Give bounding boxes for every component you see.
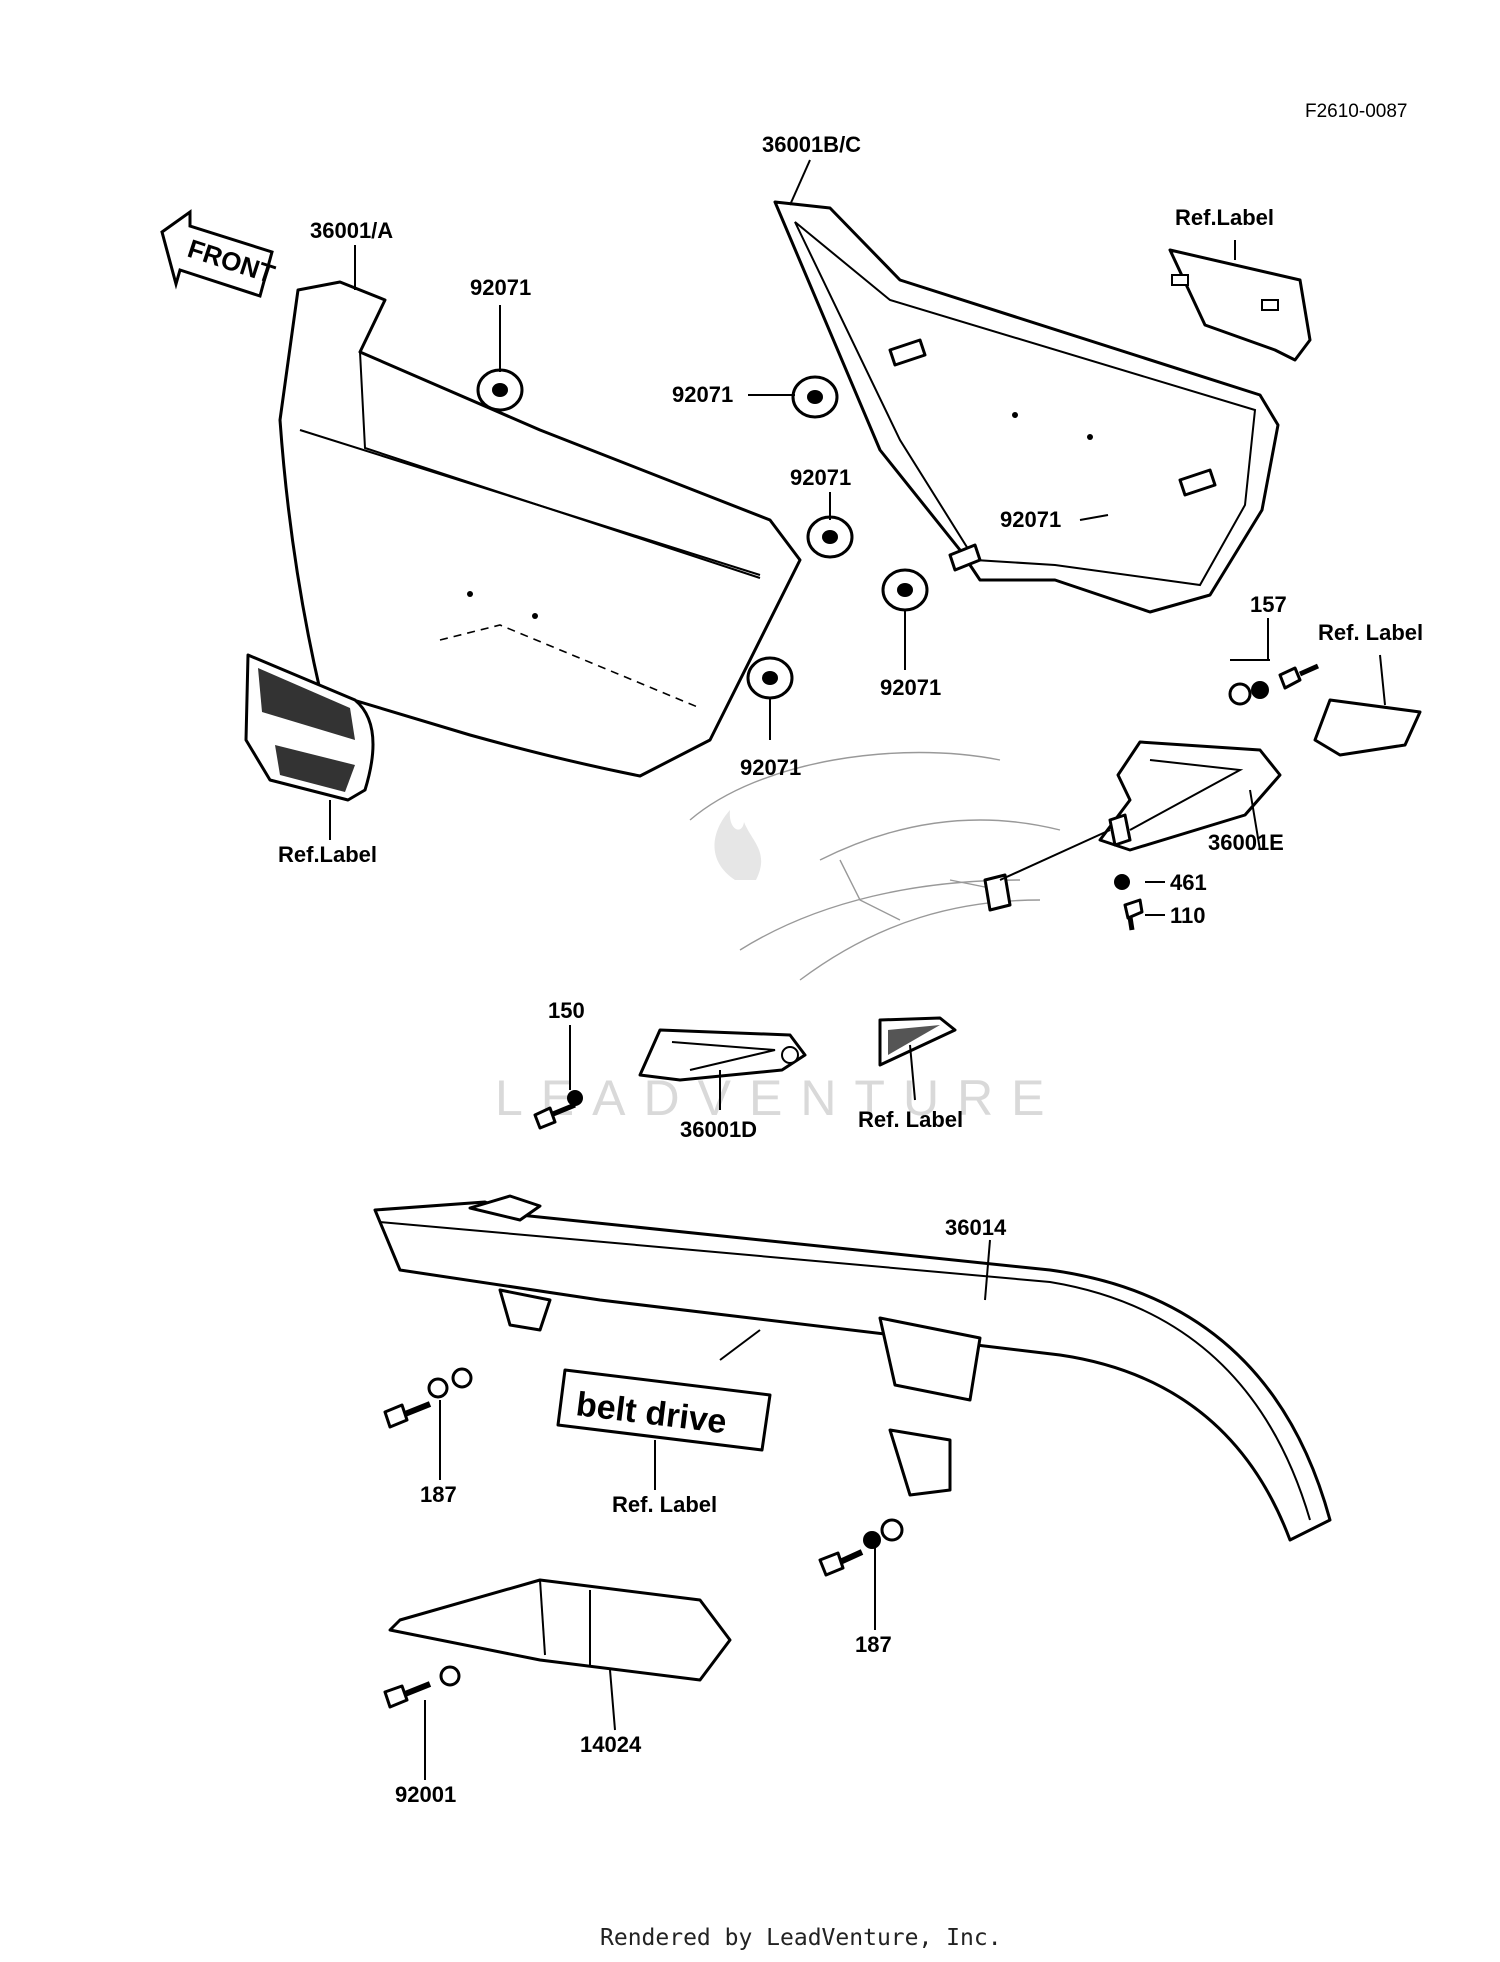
label-ref-label-top-right: Ref.Label <box>1175 205 1274 230</box>
lower-cover <box>388 1578 732 1682</box>
bracket-36001e <box>983 740 1282 912</box>
label-92071-b: 92071 <box>672 382 733 407</box>
plate-ref-label-right <box>1313 698 1422 757</box>
belt-drive-decal: belt drive <box>556 1368 772 1452</box>
label-36001d: 36001D <box>680 1117 757 1142</box>
label-ref-label-left: Ref.Label <box>278 842 377 867</box>
label-157: 157 <box>1250 592 1287 617</box>
label-92071-f: 92071 <box>740 755 801 780</box>
side-cover-left <box>278 280 802 778</box>
label-150: 150 <box>548 998 585 1023</box>
label-36014: 36014 <box>945 1215 1007 1240</box>
label-92001: 92001 <box>395 1782 456 1807</box>
label-36001e: 36001E <box>1208 830 1284 855</box>
plate-ref-label-top-right <box>1168 248 1312 362</box>
part-labels: 36001/A 36001B/C Ref.Label 92071 92071 9… <box>278 132 1423 1807</box>
label-187-a: 187 <box>420 1482 457 1507</box>
wedge-ref-label <box>878 1016 957 1067</box>
label-92071-e: 92071 <box>880 675 941 700</box>
footer-credit: Rendered by LeadVenture, Inc. <box>600 1925 1002 1951</box>
bracket-36001d <box>638 1028 807 1082</box>
leader-lines <box>329 159 1386 1780</box>
label-187-b: 187 <box>855 1632 892 1657</box>
label-14024: 14024 <box>580 1732 642 1757</box>
watermark-text: LEADVENTURE <box>495 1070 1063 1126</box>
label-92071-a: 92071 <box>470 275 531 300</box>
label-ref-label-right: Ref. Label <box>1318 620 1423 645</box>
fastener-icon <box>383 1367 904 1709</box>
label-36001bc: 36001B/C <box>762 132 861 157</box>
front-arrow-icon: FRONT <box>160 209 279 298</box>
label-92071-c: 92071 <box>790 465 851 490</box>
label-92071-d: 92071 <box>1000 507 1061 532</box>
label-36001a: 36001/A <box>310 218 393 243</box>
label-461: 461 <box>1170 870 1207 895</box>
label-110: 110 <box>1170 903 1206 928</box>
diagram-code: F2610-0087 <box>1305 101 1407 122</box>
watermark: LEADVENTURE <box>495 810 1063 1126</box>
side-cover-right <box>773 200 1280 614</box>
emblem-ref-label-left <box>244 653 375 802</box>
bolt-icon <box>533 663 1320 1130</box>
label-ref-label-wedge: Ref. Label <box>858 1107 963 1132</box>
label-ref-label-decal: Ref. Label <box>612 1492 717 1517</box>
belt-guard <box>373 1194 1332 1542</box>
